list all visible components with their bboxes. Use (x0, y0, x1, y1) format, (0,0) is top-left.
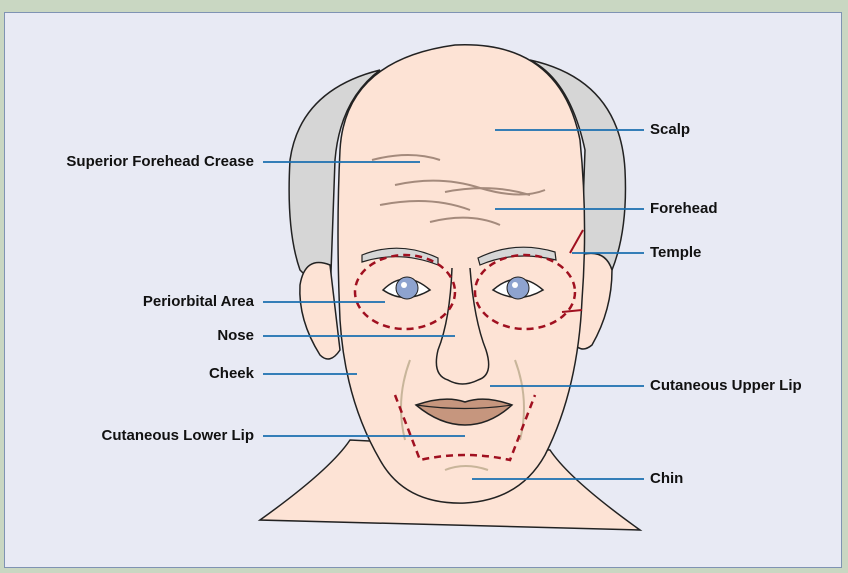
face-outline (338, 45, 585, 503)
ear-left (300, 263, 340, 360)
label-periorbital-area: Periorbital Area (143, 293, 254, 311)
label-cutaneous-lower-lip: Cutaneous Lower Lip (101, 427, 254, 445)
eye-left (396, 277, 418, 299)
label-temple: Temple (650, 244, 701, 262)
label-nose: Nose (217, 327, 254, 345)
label-forehead: Forehead (650, 200, 718, 218)
label-superior-forehead-crease: Superior Forehead Crease (66, 153, 254, 171)
eye-right (507, 277, 529, 299)
label-cutaneous-upper-lip: Cutaneous Upper Lip (650, 377, 802, 395)
label-scalp: Scalp (650, 121, 690, 139)
label-cheek: Cheek (209, 365, 254, 383)
label-chin: Chin (650, 470, 683, 488)
